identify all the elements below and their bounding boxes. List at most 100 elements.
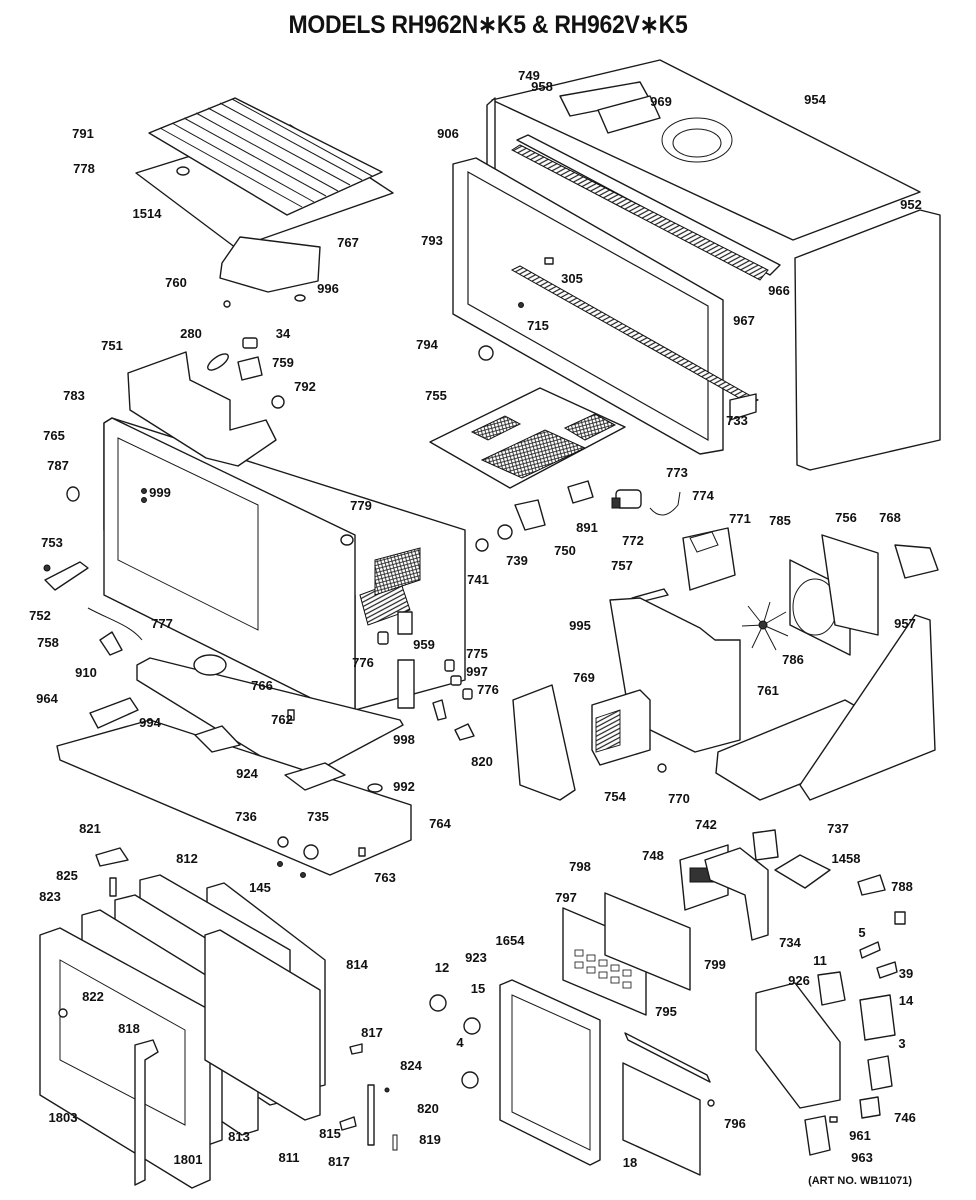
stirrer-cover — [219, 236, 321, 293]
screw-b — [300, 872, 306, 878]
callout-label: 15 — [471, 981, 485, 996]
callout-label: 776 — [477, 682, 499, 697]
callout-label: 754 — [604, 789, 626, 804]
callout-label: 923 — [465, 950, 487, 965]
callout-label: 771 — [729, 511, 751, 526]
callout-label: 767 — [337, 235, 359, 250]
callout-label: 954 — [804, 92, 826, 107]
callout-label: 926 — [788, 973, 810, 988]
cavity-window — [117, 437, 259, 631]
callout-label: 750 — [554, 543, 576, 558]
callout-label: 11 — [813, 953, 827, 968]
filter-mesh-right — [563, 413, 617, 441]
pin — [518, 302, 524, 308]
callout-label: 760 — [165, 275, 187, 290]
outer-case-assembly — [452, 59, 941, 471]
door-handle — [134, 1039, 159, 1186]
door-stopper — [58, 1008, 68, 1018]
door-assembly — [39, 847, 398, 1189]
magnetron-thermal — [340, 534, 354, 546]
callout-label: 791 — [72, 126, 94, 141]
callout-label: 824 — [400, 1058, 422, 1073]
lever-arm — [432, 699, 447, 721]
callout-label: 756 — [835, 510, 857, 525]
damper-bracket — [514, 499, 546, 531]
callout-label: 741 — [467, 572, 489, 587]
callout-label: 733 — [726, 413, 748, 428]
control-frame-opening — [511, 994, 591, 1151]
bottom-plate-assembly — [56, 611, 475, 878]
callout-label: 783 — [63, 388, 85, 403]
latch-bar — [367, 1084, 375, 1146]
callout-label: 817 — [328, 1154, 350, 1169]
screw-a — [277, 861, 283, 867]
callout-label: 145 — [249, 880, 271, 895]
diode-wire — [649, 491, 681, 516]
control-bracket-734 — [704, 847, 769, 941]
callout-label: 958 — [531, 79, 553, 94]
callout-label: 715 — [527, 318, 549, 333]
screw-796 — [707, 1099, 715, 1107]
callout-label: 819 — [419, 1132, 441, 1147]
callout-label: 786 — [782, 652, 804, 667]
relay-board-737 — [774, 854, 831, 889]
turntable-motor — [193, 654, 227, 676]
outer-case-side — [794, 209, 941, 471]
latch-hook-lower — [339, 1116, 357, 1131]
callout-label: 797 — [555, 890, 577, 905]
knob-15 — [463, 1017, 481, 1035]
small-components-upper — [43, 337, 494, 656]
callout-label: 799 — [704, 957, 726, 972]
callout-label: 1458 — [832, 851, 861, 866]
fan-motor-section — [512, 534, 939, 801]
callout-label: 992 — [393, 779, 415, 794]
callout-label: 280 — [180, 326, 202, 341]
fan-bracket — [821, 534, 879, 636]
filter-mesh-bottom — [480, 429, 587, 479]
callout-label: 994 — [139, 715, 161, 730]
fan-opening-inner — [672, 128, 722, 158]
side-bracket — [799, 614, 936, 801]
callout-label: 996 — [317, 281, 339, 296]
holder — [358, 847, 366, 857]
callout-label: 34 — [276, 326, 291, 341]
electrical-components — [755, 874, 906, 1156]
callout-label: 957 — [894, 616, 916, 631]
callout-label: 735 — [307, 809, 329, 824]
callout-label: 910 — [75, 665, 97, 680]
callout-label: 825 — [56, 868, 78, 883]
wire-rack — [148, 97, 383, 216]
power-board — [755, 982, 841, 1109]
callout-label: 777 — [151, 616, 173, 631]
callout-label: 734 — [779, 935, 801, 950]
callout-label: 753 — [41, 535, 63, 550]
callout-label: 964 — [36, 691, 58, 706]
callout-label: 952 — [900, 197, 922, 212]
callout-label: 823 — [39, 889, 61, 904]
lamp-socket — [242, 337, 258, 349]
hinge-bracket — [44, 561, 89, 591]
callout-label: 818 — [118, 1021, 140, 1036]
callout-label: 14 — [899, 993, 914, 1008]
callout-label: 815 — [319, 1126, 341, 1141]
bumper — [66, 486, 80, 502]
callout-label: 811 — [279, 1150, 300, 1165]
callout-label: 967 — [733, 313, 755, 328]
clip — [544, 257, 554, 265]
light-strip — [510, 144, 769, 281]
callout-label: 785 — [769, 513, 791, 528]
callout-label: 1514 — [133, 206, 163, 221]
latch-plate — [89, 697, 139, 729]
callout-label: 924 — [236, 766, 258, 781]
trim-strip-795 — [624, 1032, 711, 1083]
callout-label: 755 — [425, 388, 447, 403]
waveguide-cover — [512, 684, 576, 801]
magnetron-fins — [595, 709, 621, 753]
insulation-pad — [284, 762, 346, 791]
timer-motor-14 — [859, 994, 896, 1041]
lamp-bulb-oven — [475, 538, 489, 552]
transformer-top — [689, 531, 719, 553]
callout-label: 762 — [271, 712, 293, 727]
switch-a — [444, 659, 455, 672]
callout-label: 748 — [642, 848, 664, 863]
